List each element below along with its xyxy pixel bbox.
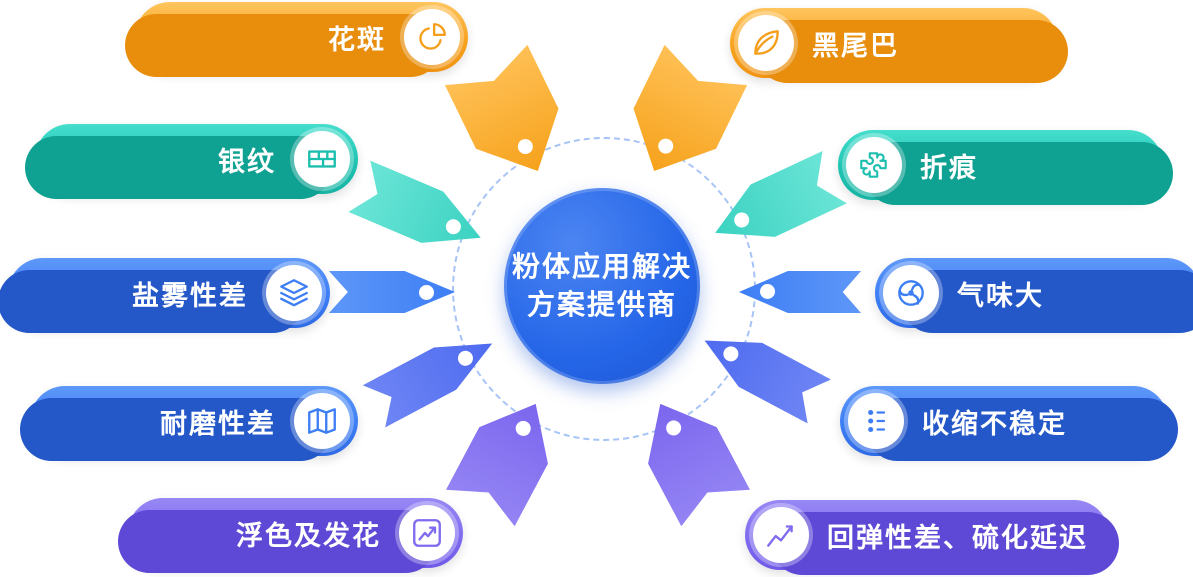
topic-label: 气味大 bbox=[957, 280, 1044, 311]
topic-pill-yinwen: 银纹 bbox=[25, 124, 358, 199]
center-title-line1: 粉体应用解决 bbox=[511, 251, 692, 283]
topic-label: 银纹 bbox=[218, 146, 276, 177]
puzzle-icon bbox=[846, 137, 902, 193]
arrow-dot bbox=[721, 344, 741, 364]
arrow-dot bbox=[760, 285, 775, 300]
topic-label: 耐磨性差 bbox=[160, 408, 276, 439]
arrow-dot bbox=[663, 418, 683, 438]
topic-label: 折痕 bbox=[920, 152, 978, 183]
topic-label: 花斑 bbox=[328, 24, 386, 55]
topic-pill-zhehen: 折痕 bbox=[838, 130, 1173, 205]
map-icon bbox=[294, 393, 350, 449]
topic-pill-huaban: 花斑 bbox=[125, 2, 468, 77]
arrow-dot bbox=[656, 136, 676, 156]
topic-pill-heiweiba: 黑尾巴 bbox=[730, 8, 1068, 83]
line-chart-icon bbox=[753, 507, 809, 563]
topic-label: 回弹性差、硫化延迟 bbox=[827, 522, 1088, 553]
layers-icon bbox=[266, 265, 322, 321]
topic-pill-qiwei: 气味大 bbox=[875, 258, 1193, 333]
leaf-icon bbox=[738, 15, 794, 71]
arrow-dot bbox=[418, 284, 434, 300]
topic-pill-huitan: 回弹性差、硫化延迟 bbox=[745, 500, 1119, 575]
topic-pill-shousuo: 收缩不稳定 bbox=[840, 386, 1178, 461]
center-hub: 粉体应用解决 方案提供商 bbox=[504, 188, 700, 384]
center-title-line2: 方案提供商 bbox=[526, 289, 677, 320]
arrow-dot bbox=[443, 216, 463, 236]
arrow-dot bbox=[455, 348, 475, 368]
topic-pill-naimo: 耐磨性差 bbox=[20, 386, 358, 461]
topic-pill-yanwu: 盐雾性差 bbox=[0, 258, 330, 333]
pie-chart-icon bbox=[404, 9, 460, 65]
arrow-dot bbox=[732, 210, 752, 230]
connector-arrow-mid-left bbox=[329, 271, 455, 313]
arrow-dot bbox=[516, 136, 536, 156]
topic-label: 浮色及发花 bbox=[236, 520, 381, 551]
connector-arrow-mid-right bbox=[739, 271, 861, 313]
trend-box-icon bbox=[399, 505, 455, 561]
fan-icon bbox=[883, 265, 939, 321]
topic-label: 盐雾性差 bbox=[132, 280, 248, 311]
bricks-icon bbox=[294, 131, 350, 187]
topic-label: 收缩不稳定 bbox=[922, 408, 1067, 439]
topic-label: 黑尾巴 bbox=[812, 30, 899, 61]
arrow-dot bbox=[513, 418, 533, 438]
topic-pill-fuse: 浮色及发花 bbox=[118, 498, 463, 573]
dotted-list-icon bbox=[848, 393, 904, 449]
